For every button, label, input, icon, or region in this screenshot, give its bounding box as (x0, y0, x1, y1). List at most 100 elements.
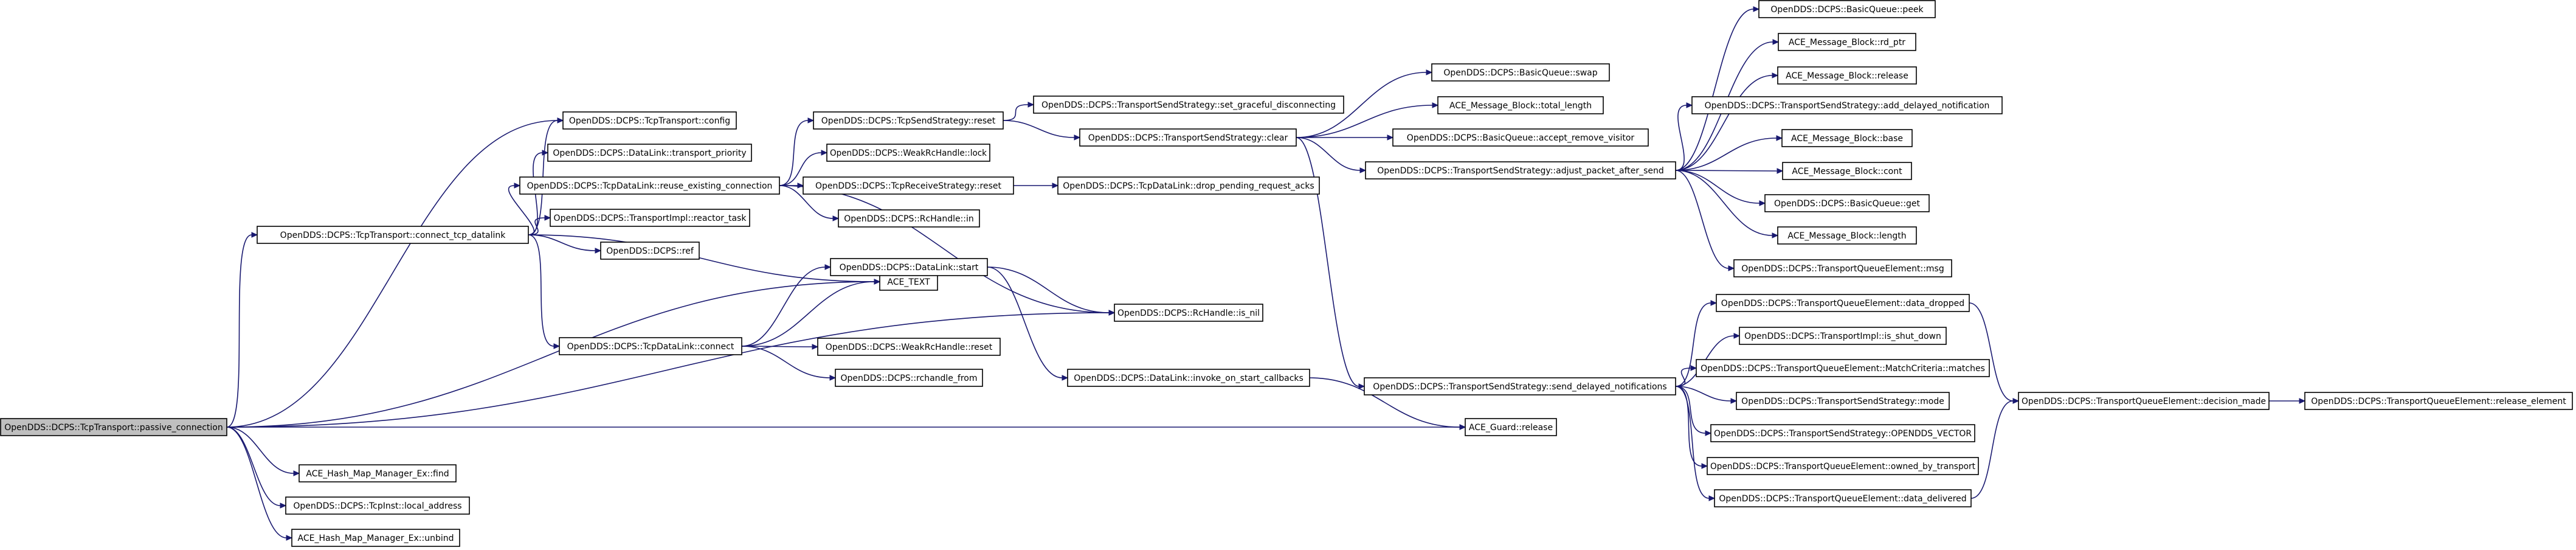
node-label: ACE_Guard::release (1469, 423, 1553, 433)
node-label: OpenDDS::DCPS::TcpInst::local_address (293, 501, 461, 511)
node-basicqueue-peek[interactable]: OpenDDS::DCPS::BasicQueue::peek (1758, 0, 1936, 18)
node-reactor-task[interactable]: OpenDDS::DCPS::TransportImpl::reactor_ta… (550, 209, 750, 227)
node-box (257, 226, 529, 244)
edge-tcpdatalink-connect-to-weak-reset (741, 346, 813, 347)
node-label: OpenDDS::DCPS::WeakRcHandle::lock (830, 148, 987, 158)
node-dcps-ref[interactable]: OpenDDS::DCPS::ref (600, 242, 700, 260)
node-box (0, 418, 227, 436)
node-mb-release[interactable]: ACE_Message_Block::release (1777, 66, 1917, 85)
edge-datalink-start-to-invoke-on-start-callbacks (987, 266, 1063, 378)
node-tss-mode[interactable]: OpenDDS::DCPS::TransportSendStrategy::mo… (1736, 392, 1950, 410)
edge-arrowhead (1730, 398, 1738, 404)
node-accept-remove-visitor[interactable]: OpenDDS::DCPS::BasicQueue::accept_remove… (1392, 128, 1649, 147)
node-tcpinst-local-address[interactable]: OpenDDS::DCPS::TcpInst::local_address (285, 496, 470, 515)
node-box (519, 176, 780, 195)
edge-adjust-packet-after-send-to-tqe-msg (1675, 170, 1729, 269)
node-drop-pending-request-acks[interactable]: OpenDDS::DCPS::TcpDataLink::drop_pending… (1057, 176, 1320, 195)
node-invoke-on-start-callbacks[interactable]: OpenDDS::DCPS::DataLink::invoke_on_start… (1067, 369, 1310, 387)
edge-connect-tcp-datalink-to-ace-text (528, 234, 875, 282)
edge-arrowhead (1772, 39, 1780, 45)
node-ace-guard-release[interactable]: ACE_Guard::release (1465, 418, 1557, 436)
node-label: OpenDDS::DCPS::TransportSendStrategy::se… (1373, 382, 1666, 392)
node-tcpsendstrategy-reset[interactable]: OpenDDS::DCPS::TcpSendStrategy::reset (813, 111, 1004, 130)
node-box (1431, 63, 1610, 82)
node-box (1781, 129, 1913, 147)
node-tqe-data-dropped[interactable]: OpenDDS::DCPS::TransportQueueElement::da… (1716, 294, 1970, 312)
node-connect-tcp-datalink[interactable]: OpenDDS::DCPS::TcpTransport::connect_tcp… (257, 226, 529, 244)
node-release-element[interactable]: OpenDDS::DCPS::TransportQueueElement::re… (2304, 392, 2573, 410)
node-hash-find[interactable]: ACE_Hash_Map_Manager_Ex::find (299, 464, 457, 482)
node-label: OpenDDS::DCPS::TransportSendStrategy::ad… (1705, 101, 1990, 111)
node-send-delayed-notifications[interactable]: OpenDDS::DCPS::TransportSendStrategy::se… (1364, 377, 1676, 395)
node-set-graceful-disconnecting[interactable]: OpenDDS::DCPS::TransportSendStrategy::se… (1033, 96, 1344, 114)
node-rchandle-in[interactable]: OpenDDS::DCPS::RcHandle::in (838, 209, 980, 228)
node-label: OpenDDS::DCPS::TransportQueueElement::da… (1721, 299, 1964, 308)
edge-tcpdatalink-connect-to-rchandle-from (741, 346, 830, 378)
node-label: OpenDDS::DCPS::TransportSendStrategy::se… (1041, 100, 1336, 110)
node-box (1733, 259, 1952, 277)
node-tqe-msg[interactable]: OpenDDS::DCPS::TransportQueueElement::ms… (1733, 259, 1952, 277)
node-is-shut-down[interactable]: OpenDDS::DCPS::TransportImpl::is_shut_do… (1739, 327, 1947, 345)
node-tcpdatalink-connect[interactable]: OpenDDS::DCPS::TcpDataLink::connect (559, 337, 742, 355)
edge-adjust-packet-after-send-to-basicqueue-peek (1675, 9, 1754, 171)
edge-arrowhead (1690, 365, 1697, 371)
edge-arrowhead (1108, 310, 1116, 316)
node-mb-rd-ptr[interactable]: ACE_Message_Block::rd_ptr (1778, 33, 1916, 51)
edge-tss-clear-to-send-delayed-notifications (1296, 137, 1359, 387)
node-label: OpenDDS::DCPS::TransportImpl::is_shut_do… (1744, 332, 1941, 341)
node-box (1079, 128, 1297, 147)
edge-arrowhead (1708, 495, 1716, 501)
node-rchandle-is-nil[interactable]: OpenDDS::DCPS::RcHandle::is_nil (1114, 304, 1263, 322)
edge-arrowhead (544, 215, 551, 221)
node-box (1716, 294, 1970, 312)
node-tcpreceivestrategy-reset[interactable]: OpenDDS::DCPS::TcpReceiveStrategy::reset (803, 176, 1014, 195)
node-tss-clear[interactable]: OpenDDS::DCPS::TransportSendStrategy::cl… (1079, 128, 1297, 147)
node-rchandle-from[interactable]: OpenDDS::DCPS::rchandle_from (835, 369, 983, 387)
edge-arrowhead (1710, 300, 1718, 306)
node-tcptransport-config[interactable]: OpenDDS::DCPS::TcpTransport::config (562, 111, 737, 130)
edge-passive-connection-to-hash-find (226, 426, 294, 474)
node-mb-base[interactable]: ACE_Message_Block::base (1781, 129, 1913, 147)
node-label: OpenDDS::DCPS::TcpTransport::passive_con… (4, 423, 223, 433)
node-add-delayed-notification[interactable]: OpenDDS::DCPS::TransportSendStrategy::ad… (1691, 96, 2003, 114)
edge-tqe-data-delivered-to-decision-made (1970, 400, 2014, 499)
node-adjust-packet-after-send[interactable]: OpenDDS::DCPS::TransportSendStrategy::ad… (1365, 161, 1676, 179)
node-total-length[interactable]: ACE_Message_Block::total_length (1437, 96, 1604, 114)
node-label: OpenDDS::DCPS::RcHandle::is_nil (1117, 308, 1260, 318)
edge-arrowhead (553, 343, 561, 349)
node-transport-priority[interactable]: OpenDDS::DCPS::DataLink::transport_prior… (547, 144, 752, 162)
node-passive-connection[interactable]: OpenDDS::DCPS::TcpTransport::passive_con… (0, 418, 227, 436)
node-reuse-existing-connection[interactable]: OpenDDS::DCPS::TcpDataLink::reuse_existi… (519, 176, 780, 195)
node-hash-unbind[interactable]: ACE_Hash_Map_Manager_Ex::unbind (291, 529, 460, 547)
edge-arrowhead (2012, 398, 2020, 404)
node-weak-lock[interactable]: OpenDDS::DCPS::WeakRcHandle::lock (826, 144, 990, 162)
node-datalink-start[interactable]: OpenDDS::DCPS::DataLink::start (830, 258, 988, 276)
node-matchcriteria-matches[interactable]: OpenDDS::DCPS::TransportQueueElement::Ma… (1696, 359, 1990, 377)
edge-adjust-packet-after-send-to-add-delayed-notification (1675, 105, 1687, 171)
node-box (1437, 96, 1604, 114)
node-decision-made[interactable]: OpenDDS::DCPS::TransportQueueElement::de… (2018, 392, 2270, 410)
node-weak-reset[interactable]: OpenDDS::DCPS::WeakRcHandle::reset (817, 338, 1001, 356)
node-box (835, 369, 983, 387)
node-mb-cont[interactable]: ACE_Message_Block::cont (1782, 162, 1912, 180)
node-tqe-data-delivered[interactable]: OpenDDS::DCPS::TransportQueueElement::da… (1714, 489, 1972, 507)
node-owned-by-transport[interactable]: OpenDDS::DCPS::TransportQueueElement::ow… (1707, 457, 1979, 475)
node-label: ACE_Message_Block::length (1787, 231, 1906, 241)
node-box (826, 144, 990, 162)
edge-arrowhead (1432, 102, 1439, 108)
node-label: OpenDDS::DCPS::TcpDataLink::reuse_existi… (527, 181, 773, 191)
node-label: OpenDDS::DCPS::WeakRcHandle::reset (826, 343, 993, 352)
edge-connect-tcp-datalink-to-tcpdatalink-connect (528, 234, 554, 347)
edge-send-delayed-notifications-to-matchcriteria-matches (1675, 367, 1691, 387)
node-opendds-vector[interactable]: OpenDDS::DCPS::TransportSendStrategy::OP… (1710, 424, 1975, 442)
edge-passive-connection-to-hash-unbind (226, 426, 287, 538)
node-label: OpenDDS::DCPS::TcpTransport::config (569, 116, 730, 126)
node-basicqueue-get[interactable]: OpenDDS::DCPS::BasicQueue::get (1764, 194, 1930, 212)
node-mb-length[interactable]: ACE_Message_Block::length (1777, 226, 1917, 245)
node-box (1365, 161, 1676, 179)
node-box (1067, 369, 1310, 387)
node-basicqueue-swap[interactable]: OpenDDS::DCPS::BasicQueue::swap (1431, 63, 1610, 82)
edge-tss-clear-to-basicqueue-swap (1296, 72, 1427, 138)
node-box (285, 496, 470, 515)
